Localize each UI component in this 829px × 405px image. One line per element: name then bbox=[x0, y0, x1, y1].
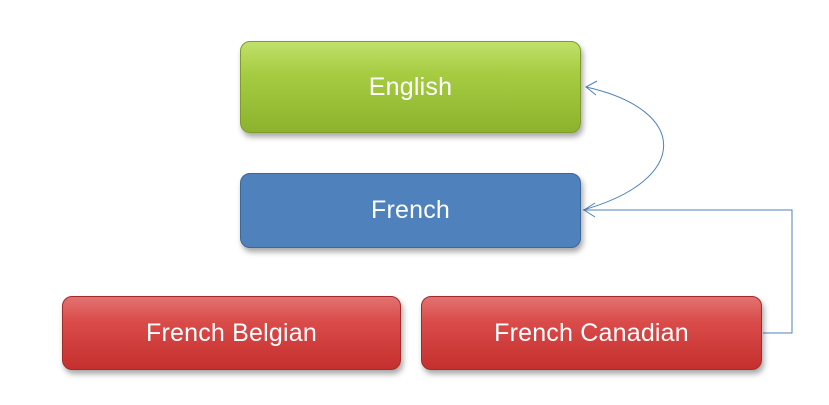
arrowhead-english bbox=[585, 80, 598, 96]
node-english-label: English bbox=[368, 72, 453, 101]
connector-french-to-english bbox=[582, 86, 664, 211]
node-french: French bbox=[240, 173, 581, 248]
arrowhead-french bbox=[583, 202, 596, 218]
connector-canadian-to-french bbox=[584, 209, 793, 334]
node-french-belgian: French Belgian bbox=[62, 296, 401, 370]
node-french-label: French bbox=[370, 196, 450, 224]
node-french-canadian-label: French Canadian bbox=[494, 318, 689, 347]
node-french-belgian-label: French Belgian bbox=[146, 318, 317, 347]
node-french-canadian: French Canadian bbox=[421, 296, 762, 370]
node-english: English bbox=[240, 41, 581, 133]
